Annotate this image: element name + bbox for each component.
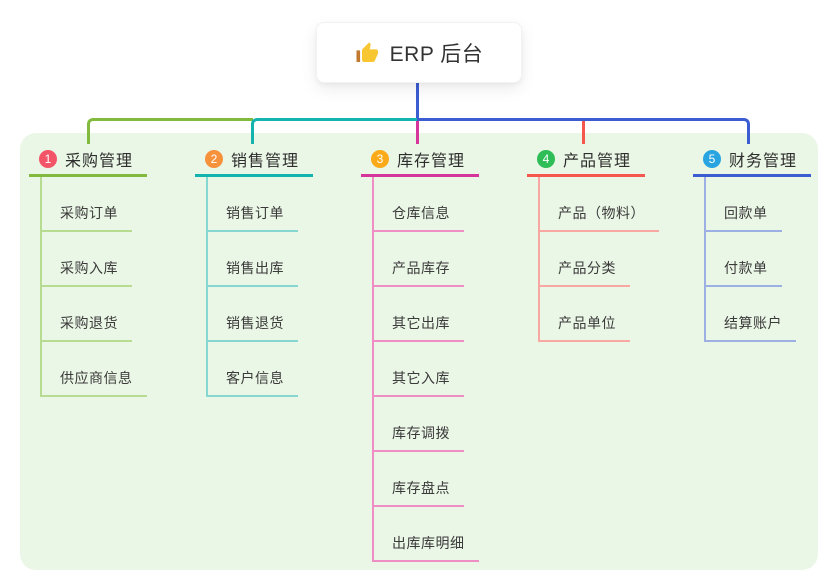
root-title: ERP 后台	[389, 42, 484, 66]
subtopic-label: 产品（物料）	[540, 203, 659, 232]
subtopic-node[interactable]: 出库库明细	[374, 507, 479, 562]
branch-topic[interactable]: 1 采购管理	[29, 143, 147, 177]
subtopic-node[interactable]: 产品（物料）	[540, 177, 659, 232]
branch-number-badge: 3	[371, 149, 389, 168]
subtopic-node[interactable]: 采购退货	[42, 287, 147, 342]
subtopic-label: 销售退货	[208, 313, 298, 342]
subtopic-node[interactable]: 销售退货	[208, 287, 298, 342]
branch-number-badge: 1	[39, 149, 57, 168]
branch-children: 回款单 付款单 结算账户	[704, 177, 796, 342]
subtopic-node[interactable]: 仓库信息	[374, 177, 479, 232]
branches-panel	[20, 133, 818, 570]
branch2-connector	[251, 118, 417, 144]
branch-topic-label: 财务管理	[729, 152, 798, 170]
subtopic-label: 产品库存	[374, 258, 464, 287]
subtopic-node[interactable]: 采购订单	[42, 177, 147, 232]
branch-topic-label: 销售管理	[231, 152, 300, 170]
branch5-connector	[419, 118, 750, 144]
subtopic-node[interactable]: 其它入库	[374, 342, 479, 397]
subtopic-label: 客户信息	[208, 368, 298, 397]
subtopic-node[interactable]: 其它出库	[374, 287, 479, 342]
branch-node-2: 2 销售管理 销售订单 销售出库 销售退货 客户信息	[195, 143, 313, 397]
subtopic-node[interactable]: 库存调拨	[374, 397, 479, 452]
subtopic-label: 销售订单	[208, 203, 298, 232]
subtopic-label: 产品单位	[540, 313, 630, 342]
subtopic-label: 出库库明细	[374, 533, 479, 562]
subtopic-node[interactable]: 结算账户	[706, 287, 796, 342]
subtopic-label: 回款单	[706, 203, 782, 232]
branch-node-1: 1 采购管理 采购订单 采购入库 采购退货 供应商信息	[29, 143, 147, 397]
branch-number-badge: 5	[703, 149, 721, 168]
subtopic-node[interactable]: 产品单位	[540, 287, 659, 342]
branch-number-badge: 4	[537, 149, 555, 168]
subtopic-label: 结算账户	[706, 313, 796, 342]
subtopic-node[interactable]: 付款单	[706, 232, 796, 287]
branch-topic-label: 库存管理	[397, 152, 466, 170]
subtopic-label: 仓库信息	[374, 203, 464, 232]
subtopic-node[interactable]: 采购入库	[42, 232, 147, 287]
subtopic-node[interactable]: 客户信息	[208, 342, 298, 397]
branch-children: 销售订单 销售出库 销售退货 客户信息	[206, 177, 298, 397]
subtopic-label: 采购退货	[42, 313, 132, 342]
branch-node-5: 5 财务管理 回款单 付款单 结算账户	[693, 143, 811, 342]
subtopic-label: 供应商信息	[42, 368, 147, 397]
branch-children: 仓库信息 产品库存 其它出库 其它入库 库存调拨 库存盘点 出库库明细	[372, 177, 479, 562]
branch1-connector	[87, 118, 253, 144]
branch-topic-label: 产品管理	[563, 152, 632, 170]
branch-topic[interactable]: 4 产品管理	[527, 143, 645, 177]
branch-children: 产品（物料） 产品分类 产品单位	[538, 177, 659, 342]
branch-node-3: 3 库存管理 仓库信息 产品库存 其它出库 其它入库 库存调拨 库存盘点 出库库…	[361, 143, 479, 562]
root-stem-line	[416, 83, 419, 121]
branch-topic[interactable]: 3 库存管理	[361, 143, 479, 177]
subtopic-node[interactable]: 产品库存	[374, 232, 479, 287]
subtopic-node[interactable]: 产品分类	[540, 232, 659, 287]
subtopic-label: 销售出库	[208, 258, 298, 287]
root-node-erp[interactable]: ERP 后台	[316, 22, 522, 83]
subtopic-label: 其它入库	[374, 368, 464, 397]
branch-topic[interactable]: 2 销售管理	[195, 143, 313, 177]
thumbs-up-icon	[356, 41, 378, 62]
subtopic-label: 库存调拨	[374, 423, 464, 452]
subtopic-node[interactable]: 销售订单	[208, 177, 298, 232]
subtopic-label: 其它出库	[374, 313, 464, 342]
subtopic-label: 付款单	[706, 258, 782, 287]
subtopic-label: 产品分类	[540, 258, 630, 287]
subtopic-label: 采购入库	[42, 258, 132, 287]
branch-node-4: 4 产品管理 产品（物料） 产品分类 产品单位	[527, 143, 659, 342]
branch3-connector	[416, 121, 419, 144]
subtopic-label: 库存盘点	[374, 478, 464, 507]
branch-topic-label: 采购管理	[65, 152, 134, 170]
branch4-connector	[582, 121, 585, 144]
subtopic-node[interactable]: 库存盘点	[374, 452, 479, 507]
subtopic-label: 采购订单	[42, 203, 132, 232]
branch-topic[interactable]: 5 财务管理	[693, 143, 811, 177]
subtopic-node[interactable]: 供应商信息	[42, 342, 147, 397]
branch-number-badge: 2	[205, 149, 223, 168]
subtopic-node[interactable]: 回款单	[706, 177, 796, 232]
branch-children: 采购订单 采购入库 采购退货 供应商信息	[40, 177, 147, 397]
subtopic-node[interactable]: 销售出库	[208, 232, 298, 287]
